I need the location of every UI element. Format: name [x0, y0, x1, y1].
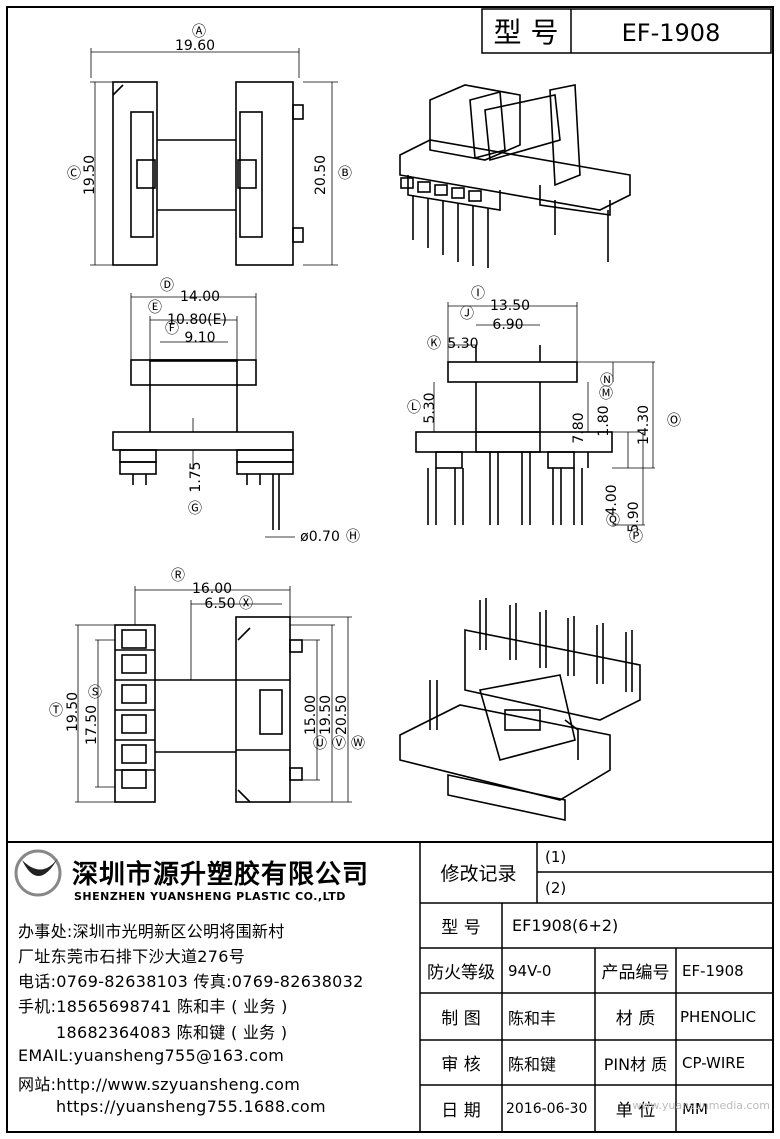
date-value: 2016-06-30 — [506, 1100, 588, 1117]
dim-q-value: 4.00 — [604, 484, 620, 515]
dim-k-value: 5.30 — [447, 336, 478, 352]
dim-v-value: 19.50 — [318, 695, 334, 735]
dim-b-value: 20.50 — [313, 155, 329, 195]
dim-d-value: 14.00 — [180, 289, 220, 305]
material-value: PHENOLIC — [680, 1007, 757, 1026]
reviewer-value: 陈和键 — [508, 1054, 557, 1074]
dim-g-marker: Ⓖ — [188, 501, 202, 517]
dim-i-value: 13.50 — [490, 298, 530, 314]
revision-1: (1) — [545, 848, 567, 866]
model-value: EF1908(6+2) — [512, 916, 619, 935]
dim-w-marker: Ⓦ — [351, 736, 365, 752]
dim-q-marker: Ⓠ — [606, 513, 620, 529]
dim-k-marker: Ⓚ — [427, 336, 441, 352]
dim-x-marker: Ⓧ — [239, 596, 253, 612]
dim-w-value: 20.50 — [334, 695, 350, 735]
dim-r-value: 16.00 — [192, 581, 232, 597]
product-number-value: EF-1908 — [682, 961, 744, 980]
website-1[interactable]: 网站:http://www.szyuansheng.com — [18, 1075, 301, 1094]
dim-s-marker: Ⓢ — [88, 685, 102, 701]
sheet-border — [6, 6, 774, 1133]
mobile-2: 18682364083 陈和键 ( 业务 ) — [56, 1023, 288, 1042]
model-header-box — [481, 8, 772, 54]
view-bottom-left — [114, 616, 303, 803]
fire-rating-label: 防火等级 — [427, 963, 495, 983]
reviewer-label: 审 核 — [441, 1055, 481, 1075]
dim-x-value: 6.50 — [204, 596, 235, 612]
dim-p-marker: Ⓟ — [629, 529, 643, 545]
dim-i-marker: Ⓘ — [471, 286, 485, 302]
mobile-1: 手机:18565698741 陈和丰 ( 业务 ) — [18, 997, 288, 1016]
dim-p-value: 5.90 — [626, 501, 642, 532]
model-label: 型 号 — [441, 918, 481, 938]
dim-h-value: ø0.70 — [300, 529, 340, 545]
dim-b-marker: Ⓑ — [338, 166, 352, 182]
dim-n-value: 1.80 — [596, 405, 612, 436]
date-label: 日 期 — [441, 1101, 481, 1121]
office-address: 办事处:深圳市光明新区公明将围新村 — [18, 922, 285, 941]
dim-r-marker: Ⓡ — [171, 568, 185, 584]
iso-view-bottom — [399, 598, 641, 821]
phone-fax: 电话:0769-82638103 传真:0769-82638032 — [18, 972, 364, 991]
dim-l-value: 5.30 — [422, 392, 438, 423]
dim-v-marker: Ⓥ — [332, 736, 346, 752]
model-header-label: 型 号 — [494, 16, 559, 49]
dim-f-value: 9.10 — [184, 330, 215, 346]
dim-o-value: 14.30 — [636, 405, 652, 445]
dim-f-marker: Ⓕ — [165, 321, 179, 337]
dims-bottom-left — [75, 586, 352, 803]
watermark-text: www.yuansunmedia.com — [632, 1098, 770, 1112]
unit-value: MM — [682, 1099, 708, 1118]
dim-g-value: 1.75 — [188, 461, 204, 492]
dims-middle-right — [433, 302, 655, 526]
dim-m-value: 7.80 — [571, 412, 587, 443]
dim-l-marker: Ⓛ — [407, 400, 421, 416]
drafter-value: 陈和丰 — [508, 1008, 557, 1028]
model-header-value: EF-1908 — [622, 19, 721, 47]
dim-e-marker: Ⓔ — [148, 300, 162, 316]
fire-rating-value: 94V-0 — [508, 961, 552, 980]
dim-d-marker: Ⓓ — [160, 278, 174, 294]
dim-h-marker: Ⓗ — [346, 529, 360, 545]
drafter-label: 制 图 — [441, 1009, 481, 1029]
dim-c-marker: Ⓒ — [67, 166, 81, 182]
company-logo — [14, 849, 62, 897]
dim-a-value: 19.60 — [175, 38, 215, 54]
dim-u-marker: Ⓤ — [313, 736, 327, 752]
dim-t-value: 19.50 — [65, 692, 81, 732]
dim-s-value: 17.50 — [84, 705, 100, 745]
revision-2: (2) — [545, 878, 567, 897]
dim-n-marker: Ⓝ — [600, 373, 614, 389]
dim-j-marker: Ⓙ — [460, 306, 474, 322]
view-middle-right — [415, 345, 613, 525]
dim-j-value: 6.90 — [492, 317, 523, 333]
email[interactable]: EMAIL:yuansheng755@163.com — [18, 1046, 285, 1065]
product-number-label: 产品编号 — [601, 963, 670, 983]
material-label: 材 质 — [615, 1009, 656, 1029]
dim-m-marker: Ⓜ — [599, 386, 613, 402]
company-name-cn: 深圳市源升塑胶有限公司 — [72, 860, 370, 890]
dim-e-value: 10.80(E) — [167, 312, 227, 328]
dim-t-marker: Ⓣ — [49, 703, 63, 719]
dim-o-marker: Ⓞ — [667, 413, 681, 429]
view-middle-left — [112, 359, 294, 530]
pin-material-label: PIN材 质 — [603, 1054, 668, 1074]
dims-top-left — [90, 48, 338, 266]
unit-label: 单 位 — [615, 1101, 656, 1121]
dim-u-value: 15.00 — [303, 695, 319, 735]
dims-middle-left — [130, 293, 295, 538]
pin-material-value: CP-WIRE — [682, 1053, 746, 1072]
factory-address: 厂址东莞市石排下沙大道276号 — [18, 947, 246, 966]
dim-c-value: 19.50 — [82, 155, 98, 195]
iso-view-top — [399, 84, 631, 268]
view-top-left — [112, 81, 304, 266]
revision-label: 修改记录 — [440, 863, 517, 885]
title-block-grid — [7, 841, 773, 1132]
company-name-en: SHENZHEN YUANSHENG PLASTIC CO.,LTD — [74, 890, 346, 903]
website-2[interactable]: https://yuansheng755.1688.com — [56, 1097, 326, 1116]
dim-a-marker: Ⓐ — [192, 24, 206, 40]
